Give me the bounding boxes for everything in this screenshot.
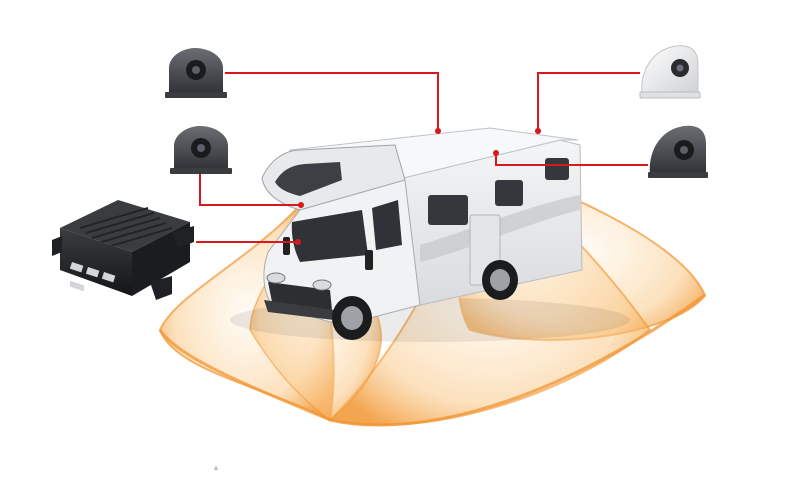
mobile-dvr-unit [52, 200, 194, 300]
connector-cam-mid-left [199, 172, 301, 206]
side-window-2 [495, 180, 523, 206]
side-window-3 [545, 158, 569, 180]
connector-dot-2 [298, 202, 304, 208]
headlight-left [266, 272, 286, 284]
mirror-left [283, 237, 290, 255]
front-wheel [332, 296, 372, 340]
cab-side-window [372, 200, 402, 250]
motorhome [230, 127, 630, 342]
connector-dot-1 [435, 128, 441, 134]
camera-top-left [165, 48, 227, 98]
connector-dot-5 [493, 150, 499, 156]
connector-lines [196, 72, 648, 245]
connector-dot-3 [295, 239, 301, 245]
coverage-outer-rim [158, 293, 706, 427]
camera-mid-left [170, 126, 232, 174]
mirror-right [365, 250, 373, 270]
headlight-right [312, 279, 332, 291]
front-bumper [264, 300, 334, 320]
corner-mark: ▲ [212, 463, 220, 472]
camera-top-right [639, 45, 701, 99]
connector-cam-top-right [537, 72, 640, 131]
connector-dot-4 [535, 128, 541, 134]
connector-cam-top-left [225, 72, 439, 131]
overcab-window [275, 162, 342, 196]
rear-wheel [482, 260, 518, 300]
connector-cam-mid-right [495, 153, 648, 166]
windshield [291, 210, 368, 262]
camera-mid-right [648, 125, 708, 178]
side-window-1 [428, 195, 468, 225]
